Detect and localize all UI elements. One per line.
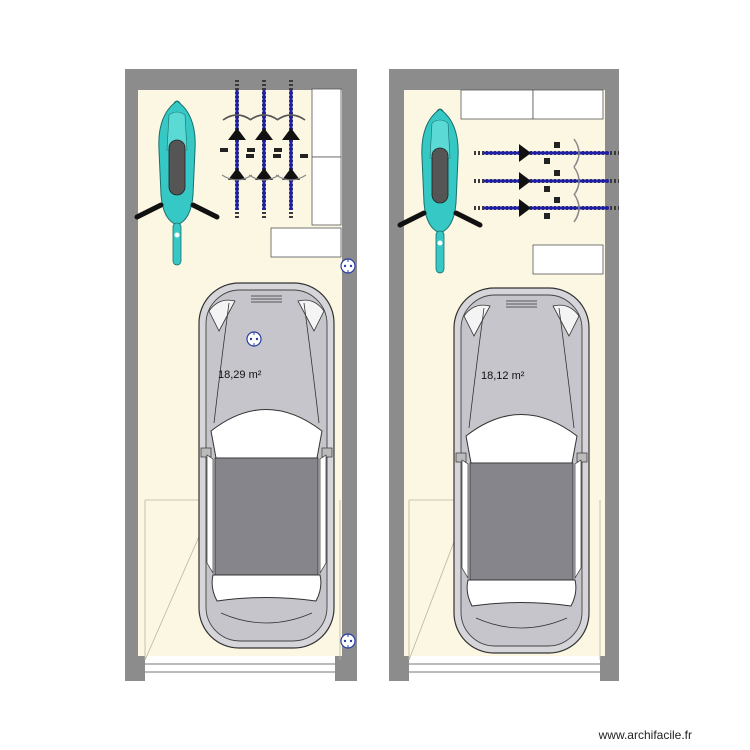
area-label-left: 18,29 m²	[218, 369, 262, 381]
watermark: www.archifacile.fr	[598, 728, 692, 742]
door-opening-right	[409, 656, 600, 681]
car-icon	[453, 287, 590, 654]
electrical-socket-icon	[246, 331, 262, 347]
storage-cabinet-icon	[532, 244, 604, 275]
electrical-socket-icon	[340, 258, 356, 274]
door-opening-left	[145, 656, 335, 681]
storage-cabinet-icon	[311, 88, 342, 158]
area-label-right: 18,12 m²	[481, 370, 525, 382]
storage-cabinet-icon	[270, 227, 342, 258]
electrical-socket-icon	[340, 633, 356, 649]
garage-right: 18,12 m²	[389, 69, 621, 681]
storage-cabinet-icon	[532, 89, 604, 120]
storage-cabinet-icon	[311, 156, 342, 226]
storage-cabinet-icon	[460, 89, 534, 120]
car-icon	[198, 282, 335, 649]
garage-left: 18,29 m²	[125, 69, 357, 681]
